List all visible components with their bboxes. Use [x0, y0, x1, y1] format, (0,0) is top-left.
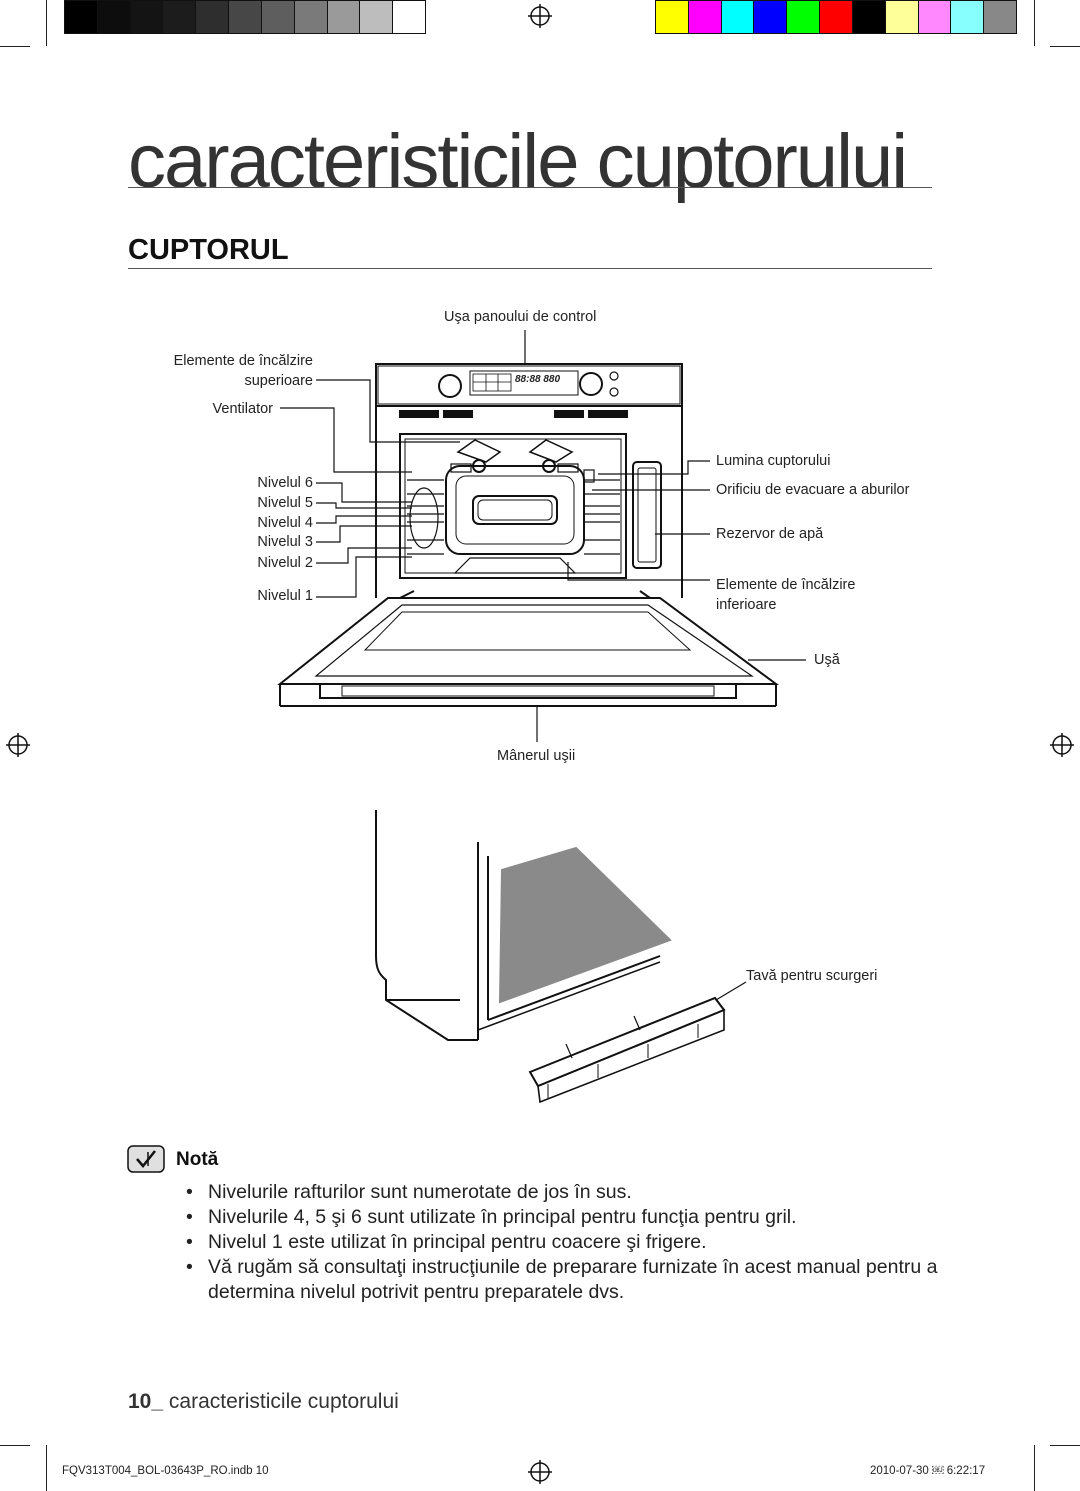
label-level-6: Nivelul 6 — [257, 475, 313, 491]
left-knob — [438, 374, 462, 398]
color-registration-bar — [655, 0, 1017, 34]
note-item: Vă rugăm să consultaţi instrucţiunile de… — [186, 1255, 946, 1305]
color-swatch — [688, 1, 722, 33]
color-swatch — [261, 1, 295, 33]
color-swatch — [984, 1, 1016, 33]
note-item: Nivelurile 4, 5 şi 6 sunt utilizate în p… — [186, 1205, 946, 1230]
label-level-5: Nivelul 5 — [257, 495, 313, 511]
label-water-tank: Rezervor de apă — [716, 526, 824, 542]
note-item: Nivelurile rafturilor sunt numerotate de… — [186, 1180, 946, 1205]
file-name: FQV313T004_BOL-03643P_RO.indb 10 — [62, 1465, 269, 1477]
color-swatch — [721, 1, 755, 33]
timestamp: 2010-07-30 ￼ 6:22:17 — [870, 1465, 986, 1477]
color-swatch — [393, 1, 425, 33]
footer-title: 10_ caracteristicile cuptorului — [128, 1390, 399, 1414]
registration-target-icon — [528, 4, 552, 28]
note-list: Nivelurile rafturilor sunt numerotate de… — [186, 1180, 946, 1305]
color-swatch — [196, 1, 230, 33]
section-title: CUPTORUL — [128, 234, 289, 266]
label-control-panel-door: Uşa panoului de control — [444, 309, 597, 325]
color-swatch — [885, 1, 919, 33]
footer-chapter: caracteristicile cuptorului — [168, 1390, 399, 1413]
color-swatch — [951, 1, 985, 33]
grayscale-registration-bar — [64, 0, 426, 34]
label-drip-tray: Tavă pentru scurgeri — [746, 968, 878, 984]
label-level-3: Nivelul 3 — [257, 534, 313, 550]
color-swatch — [656, 1, 689, 33]
label-lower-heating-2: inferioare — [716, 597, 777, 613]
label-level-1: Nivelul 1 — [257, 588, 313, 604]
note-icon — [127, 1145, 165, 1173]
color-swatch — [360, 1, 394, 33]
color-swatch — [754, 1, 788, 33]
right-knob — [579, 372, 603, 396]
note-title: Notă — [176, 1149, 219, 1170]
color-swatch — [787, 1, 821, 33]
color-swatch — [65, 1, 98, 33]
crop-mark — [46, 0, 47, 46]
label-fan: Ventilator — [212, 401, 273, 417]
crop-mark — [46, 1445, 47, 1491]
control-panel — [375, 363, 683, 407]
oven-cavity — [399, 433, 627, 579]
crop-mark — [1034, 1445, 1035, 1491]
registration-target-icon — [1050, 733, 1074, 757]
chapter-title-rule — [128, 187, 932, 188]
color-swatch — [918, 1, 952, 33]
color-swatch — [327, 1, 361, 33]
crop-mark — [0, 46, 30, 47]
color-swatch — [852, 1, 886, 33]
label-upper-heating-1: Elemente de încălzire — [173, 353, 313, 369]
label-door-handle: Mânerul uşii — [497, 748, 576, 764]
section-rule — [128, 268, 932, 269]
label-level-4: Nivelul 4 — [257, 515, 313, 531]
color-swatch — [820, 1, 853, 33]
control-display-text: 88:88 880 — [515, 374, 561, 385]
page-number: 10_ — [128, 1390, 164, 1413]
control-display — [469, 370, 579, 396]
crop-mark — [0, 1445, 30, 1446]
color-swatch — [294, 1, 328, 33]
crop-mark — [1050, 1445, 1080, 1446]
chapter-title: caracteristicile cuptorului — [128, 119, 908, 204]
label-steam-vent: Orificiu de evacuare a aburilor — [716, 482, 910, 498]
registration-target-icon — [528, 1460, 552, 1484]
oven-light — [583, 469, 595, 483]
label-level-2: Nivelul 2 — [257, 555, 313, 571]
water-tank — [632, 461, 662, 569]
crop-mark — [1050, 46, 1080, 47]
label-upper-heating-2: superioare — [244, 373, 313, 389]
tray-shadow — [498, 846, 672, 1004]
color-swatch — [130, 1, 164, 33]
leader-lines — [280, 330, 806, 742]
registration-target-icon — [6, 733, 30, 757]
color-swatch — [229, 1, 262, 33]
oven-diagram — [277, 363, 780, 707]
color-swatch — [97, 1, 131, 33]
note-item: Nivelul 1 este utilizat în principal pen… — [186, 1230, 946, 1255]
label-lower-heating-1: Elemente de încălzire — [716, 577, 856, 593]
label-door: Uşă — [814, 652, 840, 668]
drip-tray-diagram — [375, 810, 747, 1104]
label-oven-light: Lumina cuptorului — [716, 453, 831, 469]
crop-mark — [1034, 0, 1035, 46]
door-handle — [319, 683, 737, 699]
color-swatch — [163, 1, 197, 33]
